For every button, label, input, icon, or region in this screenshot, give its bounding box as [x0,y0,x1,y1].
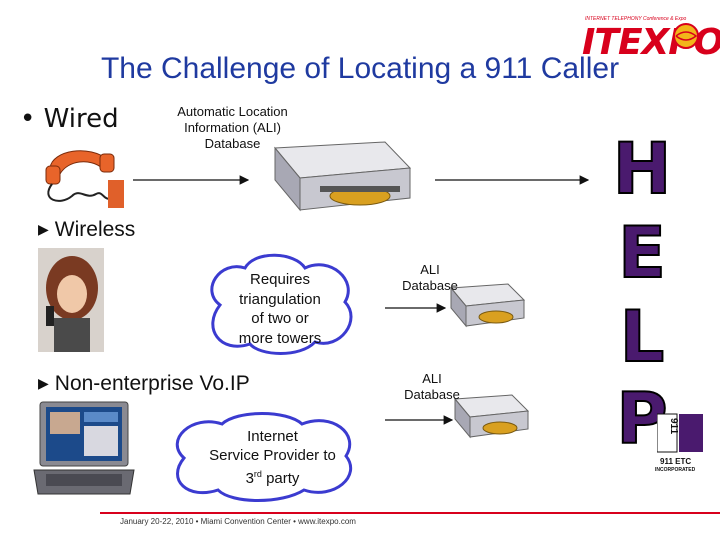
911-badge-number: 911 [668,418,679,440]
footer-rule [100,512,720,514]
ali-label-wireless: ALI Database [395,262,465,294]
woman-on-phone-photo [38,248,104,352]
911-etc-name: 911 ETC [660,457,691,466]
ali-label-voip: ALI Database [397,371,467,403]
911-etc-sub: INCORPORATED [655,467,695,473]
cloud-voip-text: Internet Service Provider to 3rd party [190,427,355,488]
bullet-voip: ▶Non-enterprise Vo.IP [38,372,250,396]
ali-server-icon [265,138,415,213]
bullet-wireless: ▶Wireless [38,218,135,242]
help-letter-h: H [612,134,672,204]
help-letter-e: E [612,218,672,288]
laptop-icon [30,400,138,496]
footer-text: January 20-22, 2010 • Miami Convention C… [120,517,356,526]
help-letter-l: L [612,302,672,372]
911-etc-logo [657,412,705,454]
cloud-wireless-text: Requires triangulation of two or more to… [222,270,338,348]
